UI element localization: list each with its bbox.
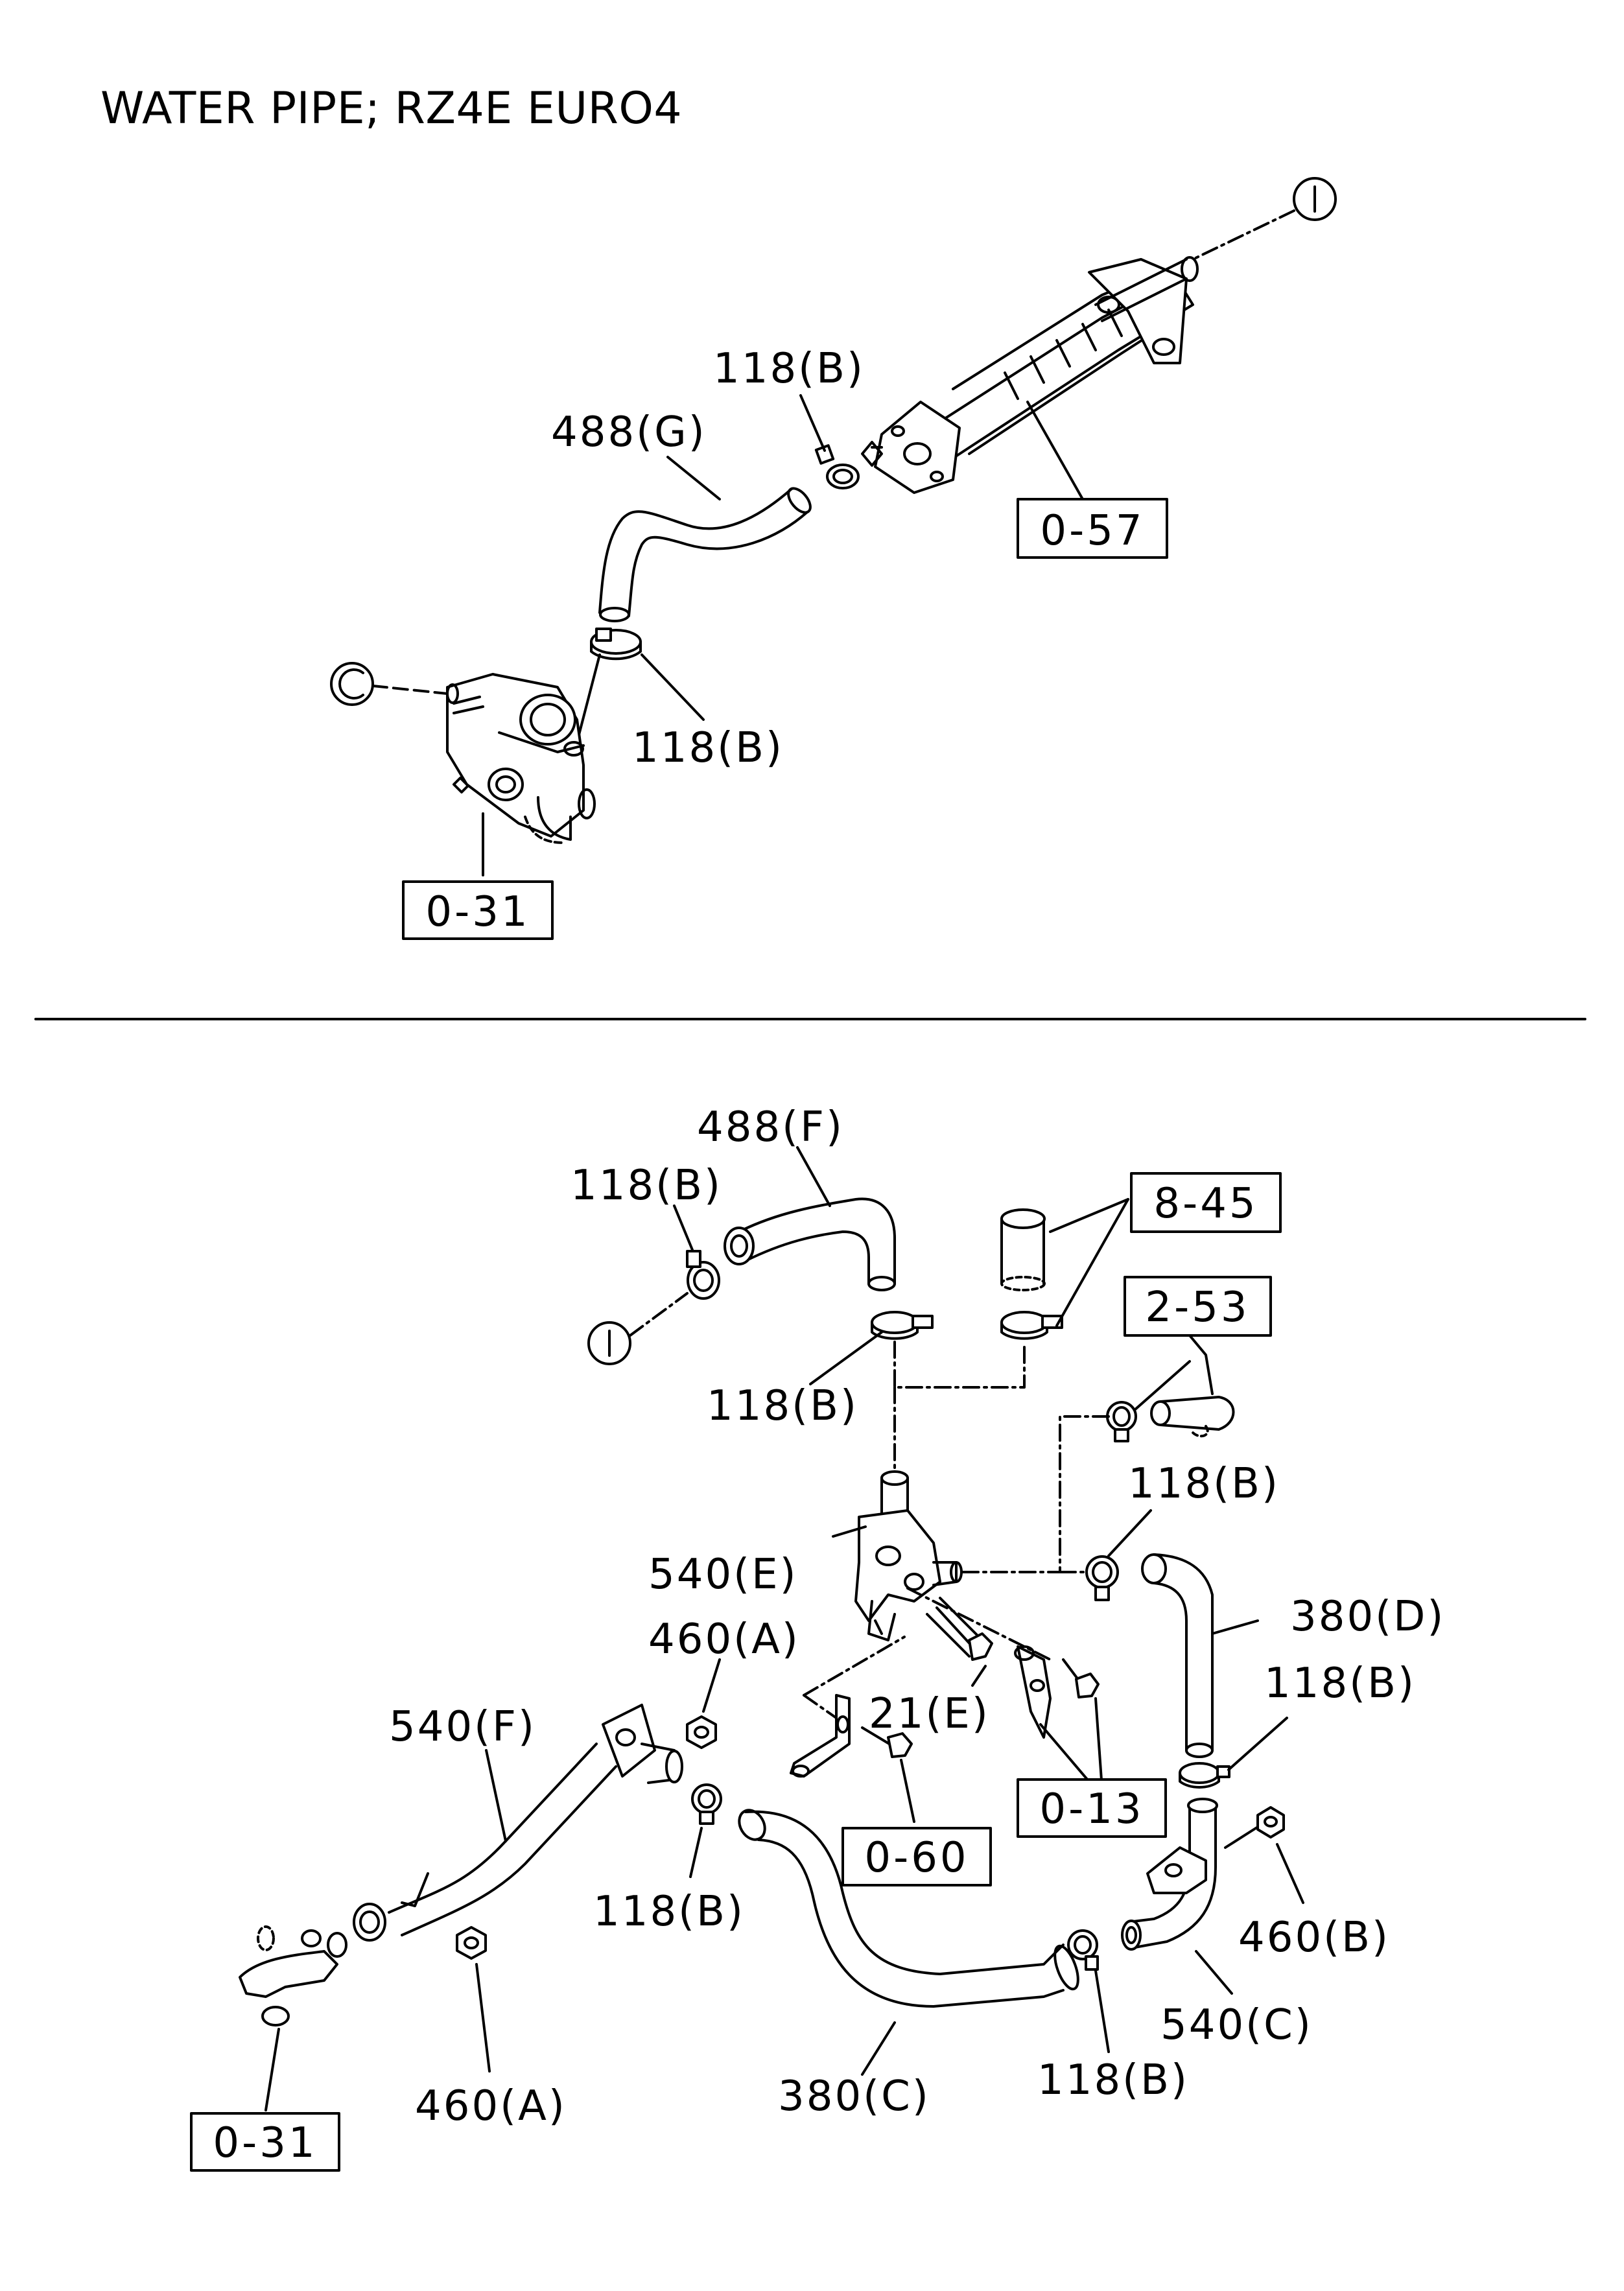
nut-460a-bottom — [456, 1926, 487, 1960]
hose-clamp-under-488f — [871, 1311, 934, 1340]
label-nut-460b: 460(B) — [1238, 1914, 1390, 1962]
label-clamp-118b-6: 118(B) — [1037, 2056, 1189, 2104]
hose-clamp-2-53 — [1106, 1401, 1137, 1442]
hose-clamp-380d-bottom — [1179, 1762, 1230, 1789]
label-hose-380d: 380(D) — [1290, 1593, 1445, 1641]
label-nut-460a-bottom: 460(A) — [415, 2082, 567, 2130]
nut-460a-top — [686, 1715, 717, 1749]
marker-i-top: I — [1293, 177, 1337, 221]
label-pipe-540c: 540(C) — [1160, 2001, 1313, 2049]
bolt-0-60 — [861, 1726, 913, 1758]
ref-box-2-53 — [1124, 1276, 1272, 1337]
ref-box-0-57-top — [1017, 498, 1168, 559]
ref-label-0-31-bottom: 0-31 — [213, 2119, 317, 2167]
ref-box-0-31-top — [402, 880, 554, 940]
top-section: I — [330, 177, 1337, 876]
label-hose-488g: 488(G) — [551, 408, 707, 456]
label-clamp-118b-2: 118(B) — [707, 1382, 858, 1430]
label-clamp-118b-5: 118(B) — [593, 1888, 745, 1936]
water-pipe-540f — [353, 1704, 683, 1942]
hose-380d — [1141, 1553, 1214, 1758]
label-clamp-118b-4: 118(B) — [1264, 1660, 1416, 1708]
hose-488g — [598, 487, 812, 622]
label-clamp-118b-3: 118(B) — [1128, 1460, 1280, 1508]
label-bolt-21e: 21(E) — [869, 1690, 990, 1738]
hose-clamp-top-left — [590, 628, 642, 661]
bracket-0-13 — [1014, 1645, 1052, 1739]
diagram-title: WATER PIPE; RZ4E EURO4 — [100, 83, 683, 134]
ref-box-0-60 — [841, 1827, 992, 1886]
label-hose-380c: 380(C) — [778, 2073, 930, 2121]
ref-label-0-13: 0-13 — [1039, 1785, 1144, 1833]
label-clamp-118b-1: 118(B) — [571, 1162, 722, 1210]
bolt-21e — [926, 1597, 993, 1661]
label-clamp-118b-top: 118(B) — [713, 345, 865, 393]
label-hose-488f: 488(F) — [697, 1103, 844, 1151]
bottom-section — [239, 1146, 1304, 2111]
marker-i-bottom — [587, 1321, 631, 1365]
hose-clamp-top-right — [814, 444, 860, 489]
hose-clamp-380c-left — [691, 1783, 722, 1825]
hose-clamp-380c-right — [1067, 1929, 1099, 1971]
water-outlet-540e — [854, 1470, 963, 1641]
ref-label-0-60: 0-60 — [864, 1834, 969, 1882]
ref-box-0-31-bottom — [190, 2112, 340, 2172]
label-nut-460a-top: 460(A) — [648, 1615, 800, 1663]
ref-label-8-45: 8-45 — [1153, 1180, 1258, 1228]
water-pipe-540c — [1121, 1798, 1218, 1951]
label-pipe-540e: 540(E) — [648, 1551, 798, 1599]
hose-clamp-488f-end — [686, 1250, 720, 1300]
hose-488f — [724, 1197, 896, 1291]
ref-label-0-31-top: 0-31 — [425, 888, 530, 936]
hose-clamp-8-45 — [1000, 1311, 1063, 1340]
nut-460b — [1256, 1806, 1285, 1839]
pipe-stub-2-53 — [1150, 1396, 1235, 1438]
thermostat-housing — [446, 673, 596, 844]
marker-c-top — [330, 662, 374, 706]
egr-cooler-pipe — [861, 256, 1199, 494]
ref-label-0-57: 0-57 — [1040, 507, 1144, 555]
bolt-0-13 — [1062, 1658, 1100, 1698]
ref-label-2-53: 2-53 — [1145, 1284, 1249, 1332]
label-pipe-540f: 540(F) — [389, 1703, 536, 1751]
pipe-stub-8-45 — [1000, 1208, 1046, 1291]
bracket-0-60 — [790, 1694, 851, 1778]
hose-380c — [738, 1809, 1079, 2008]
ref-box-8-45 — [1130, 1172, 1282, 1233]
ref-box-0-13 — [1017, 1778, 1167, 1838]
thermostat-outlet-0-31 — [239, 1925, 347, 2027]
label-clamp-118b-top-lower: 118(B) — [632, 724, 784, 772]
hose-clamp-380d-top — [1085, 1555, 1119, 1601]
